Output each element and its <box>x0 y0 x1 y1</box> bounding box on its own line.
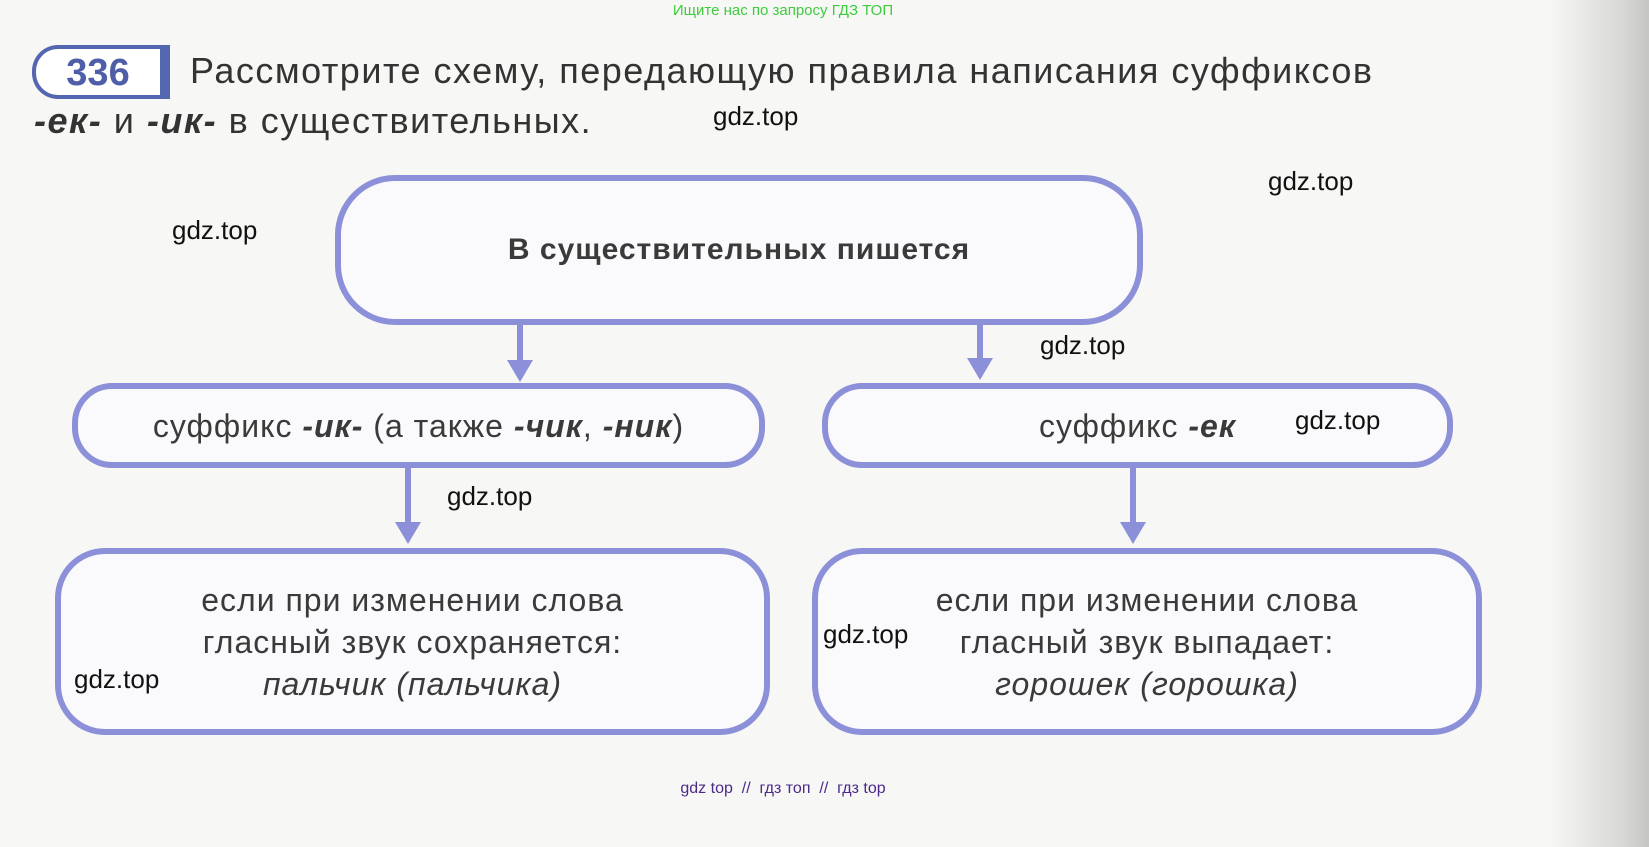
t: -чик <box>513 407 583 444</box>
t: , <box>582 407 593 444</box>
t: суффикс <box>1038 407 1179 444</box>
line2-rest: в существительных. <box>228 100 593 141</box>
exercise-number: 336 <box>32 45 170 99</box>
t: ) <box>672 407 685 444</box>
footer-links[interactable]: gdz top // гдз топ // гдз top <box>680 780 886 797</box>
watermark: gdz.top <box>74 664 160 694</box>
scheme-left-mid-box: суффикс -ик- (а также -чик, -ник) <box>72 383 765 468</box>
arrow-down-icon <box>395 522 421 544</box>
scheme-top-box: В существительных пишется <box>335 175 1143 325</box>
watermark: gdz.top <box>823 619 909 649</box>
arrow-down-icon <box>507 360 533 382</box>
scheme-right-mid-box: суффикс -ек <box>822 383 1453 468</box>
exercise-line-1: Рассмотрите схему, передающую правила на… <box>190 50 1374 91</box>
right-mid-text: суффикс -ек <box>1039 405 1236 447</box>
and-word: и <box>113 100 136 141</box>
arrow-line <box>977 325 983 361</box>
suffix-ik: -ик- <box>146 100 218 141</box>
scheme-right-bottom-box: если при изменении слова гласный звук вып… <box>812 548 1482 735</box>
page-edge-shadow <box>1549 0 1649 847</box>
left-mid-text: суффикс -ик- (а также -чик, -ник) <box>153 405 684 447</box>
suffix-ek: -ек- <box>34 100 103 141</box>
arrow-line <box>405 468 411 523</box>
arrow-down-icon <box>967 358 993 380</box>
watermark: gdz.top <box>713 101 799 131</box>
watermark: gdz.top <box>1295 405 1381 435</box>
t: если при изменении слова <box>201 581 624 618</box>
t: если при изменении слова <box>935 581 1359 618</box>
t: суффикс <box>152 407 293 444</box>
example: пальчик (пальчика) <box>262 665 563 702</box>
t: -ник <box>602 407 673 444</box>
arrow-line <box>1130 468 1136 523</box>
watermark: gdz.top <box>447 481 533 511</box>
t: гласный звук сохраняется: <box>202 623 623 660</box>
scheme-left-bottom-box: если при изменении слова гласный звук сох… <box>55 548 770 735</box>
t: -ик- <box>302 407 364 444</box>
exercise-line-2: -ек- и -ик- в существительных. <box>34 100 592 142</box>
t: (а также <box>373 407 504 444</box>
watermark: gdz.top <box>1040 330 1126 360</box>
watermark: gdz.top <box>1268 166 1354 196</box>
t: -ек <box>1188 407 1237 444</box>
arrow-line <box>517 325 523 363</box>
arrow-down-icon <box>1120 522 1146 544</box>
top-box-text: В существительных пишется <box>507 233 971 266</box>
search-banner[interactable]: Ищите нас по запросу ГДЗ ТОП <box>672 2 894 19</box>
t: гласный звук выпадает: <box>959 623 1335 660</box>
example: горошек (горошка) <box>995 665 1299 702</box>
watermark: gdz.top <box>172 215 258 245</box>
